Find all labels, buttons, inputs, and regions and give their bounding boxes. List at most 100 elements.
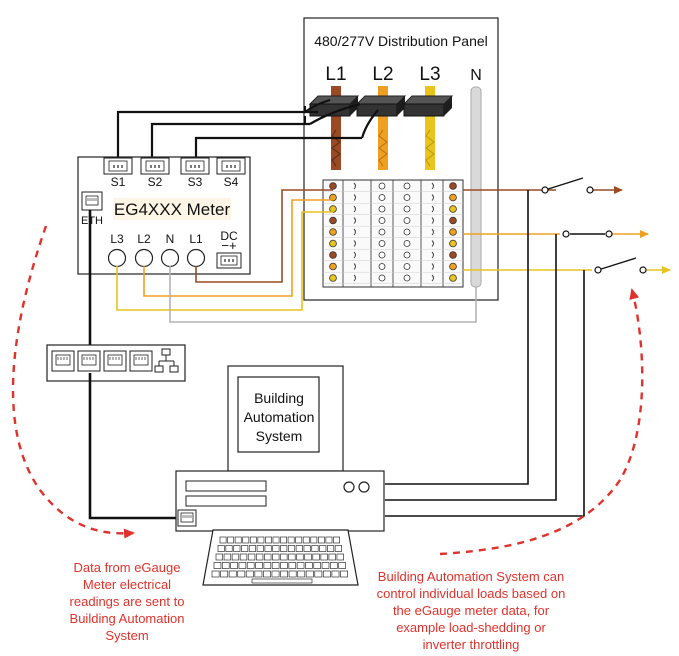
left-note-line: Building Automation	[69, 611, 185, 626]
bas-screen-line-3: System	[256, 428, 303, 444]
voltage-terminal-l3[interactable]	[107, 248, 127, 268]
panel-phase-l3: L3	[419, 64, 440, 85]
voltage-terminal-l1[interactable]	[186, 248, 206, 268]
keyboard-key	[280, 570, 289, 578]
bas-ethernet-port[interactable]	[177, 509, 197, 527]
keyboard-key	[245, 570, 254, 578]
keyboard-key	[220, 570, 229, 578]
keyboard-key	[297, 570, 306, 578]
ct-clamp-l3	[402, 95, 454, 117]
keyboard-key	[228, 570, 237, 578]
ct-port-s3[interactable]	[180, 157, 210, 175]
keyboard-key	[211, 570, 220, 578]
sense-lead-l2	[143, 199, 333, 297]
keyboard-key	[280, 536, 288, 544]
keyboard-key	[331, 570, 340, 578]
bas-indicator-2	[358, 481, 370, 493]
voltage-label-l2: L2	[137, 232, 151, 246]
keyboard-key	[317, 536, 325, 544]
keyboard-key	[280, 553, 288, 561]
keyboard-key	[215, 553, 224, 561]
keyboard-key	[287, 545, 296, 552]
left-note: Data from eGauge Meter electrical readin…	[52, 559, 202, 644]
breaker-block	[322, 179, 464, 288]
control-arrow-right	[439, 288, 644, 556]
keyboard-key	[340, 570, 348, 578]
ct-port-label-s3: S3	[188, 175, 203, 189]
bas-drive-bay-1	[185, 480, 267, 492]
keyboard-key	[319, 545, 327, 552]
right-note-line: inverter throttling	[422, 637, 520, 652]
keyboard-spacebar	[251, 578, 313, 584]
ct-port-s2[interactable]	[140, 157, 170, 175]
keyboard-key	[238, 562, 247, 569]
keyboard-key	[272, 545, 280, 552]
keyboard-key	[327, 545, 335, 552]
keyboard-key	[255, 562, 263, 569]
panel-title: 480/277V Distribution Panel	[314, 33, 488, 49]
dc-power-port[interactable]	[216, 252, 242, 269]
breaker-row	[323, 182, 463, 192]
neutral-bus-bar	[470, 86, 482, 288]
voltage-label-l3: L3	[110, 232, 124, 246]
bas-screen	[237, 376, 320, 453]
keyboard-key	[310, 536, 318, 544]
keyboard-key	[225, 545, 233, 552]
keyboard-key	[320, 553, 328, 561]
keyboard-key	[256, 545, 264, 552]
keyboard-key	[296, 562, 305, 569]
keyboard-key	[263, 562, 272, 569]
keyboard-key	[272, 536, 280, 544]
keyboard-key	[246, 562, 255, 569]
keyboard-key	[312, 553, 320, 561]
switch-port[interactable]	[51, 350, 75, 372]
switch-port[interactable]	[103, 350, 127, 372]
keyboard-key	[233, 545, 241, 552]
keyboard-key	[255, 553, 264, 561]
keyboard-key	[288, 570, 297, 578]
panel-phase-n: N	[470, 67, 482, 84]
sense-lead-l1	[195, 189, 333, 283]
left-note-line: System	[105, 628, 149, 643]
dc-label: DC	[220, 229, 238, 243]
bus-bar-l3	[425, 86, 435, 170]
sense-lead-n	[169, 266, 477, 323]
keyboard-key	[336, 553, 344, 561]
right-note: Building Automation System can control i…	[355, 568, 587, 653]
keyboard-key	[242, 536, 250, 544]
keyboard-key	[333, 536, 340, 544]
keyboard-key	[302, 536, 310, 544]
keyboard-key	[264, 553, 272, 561]
data-flow-arrow-left	[11, 225, 135, 539]
voltage-terminal-l2[interactable]	[134, 248, 154, 268]
ct-port-s1[interactable]	[103, 157, 133, 175]
meter-ethernet-port[interactable]	[81, 191, 103, 211]
voltage-label-l1: L1	[189, 232, 203, 246]
left-note-line: Meter electrical	[82, 577, 172, 592]
keyboard-key	[325, 536, 333, 544]
keyboard-key	[241, 545, 249, 552]
voltage-terminal-n[interactable]	[160, 248, 180, 268]
switch-port[interactable]	[129, 350, 153, 372]
right-note-line: control individual loads based on	[376, 586, 566, 601]
right-note-line: Building Automation System can	[377, 569, 565, 584]
bas-network-cable	[88, 373, 178, 520]
keyboard-key	[247, 553, 256, 561]
switch-port[interactable]	[77, 350, 101, 372]
breaker-row	[323, 262, 463, 273]
keyboard-key	[263, 570, 271, 578]
bus-bar-l1	[331, 86, 341, 170]
keyboard-key	[223, 553, 232, 561]
keyboard-key	[265, 536, 272, 544]
bas-screen-line-1: Building	[254, 390, 304, 406]
keyboard-key	[272, 553, 280, 561]
panel-phase-l2: L2	[372, 64, 393, 85]
dc-polarity-icon: −+	[221, 238, 236, 253]
keyboard-key	[249, 536, 257, 544]
keyboard-key	[311, 545, 319, 552]
ct-port-s4[interactable]	[216, 157, 246, 175]
meter-title: EG4XXX Meter	[114, 200, 231, 219]
bus-bar-l2	[378, 86, 388, 170]
ct-port-label-s2: S2	[148, 175, 163, 189]
